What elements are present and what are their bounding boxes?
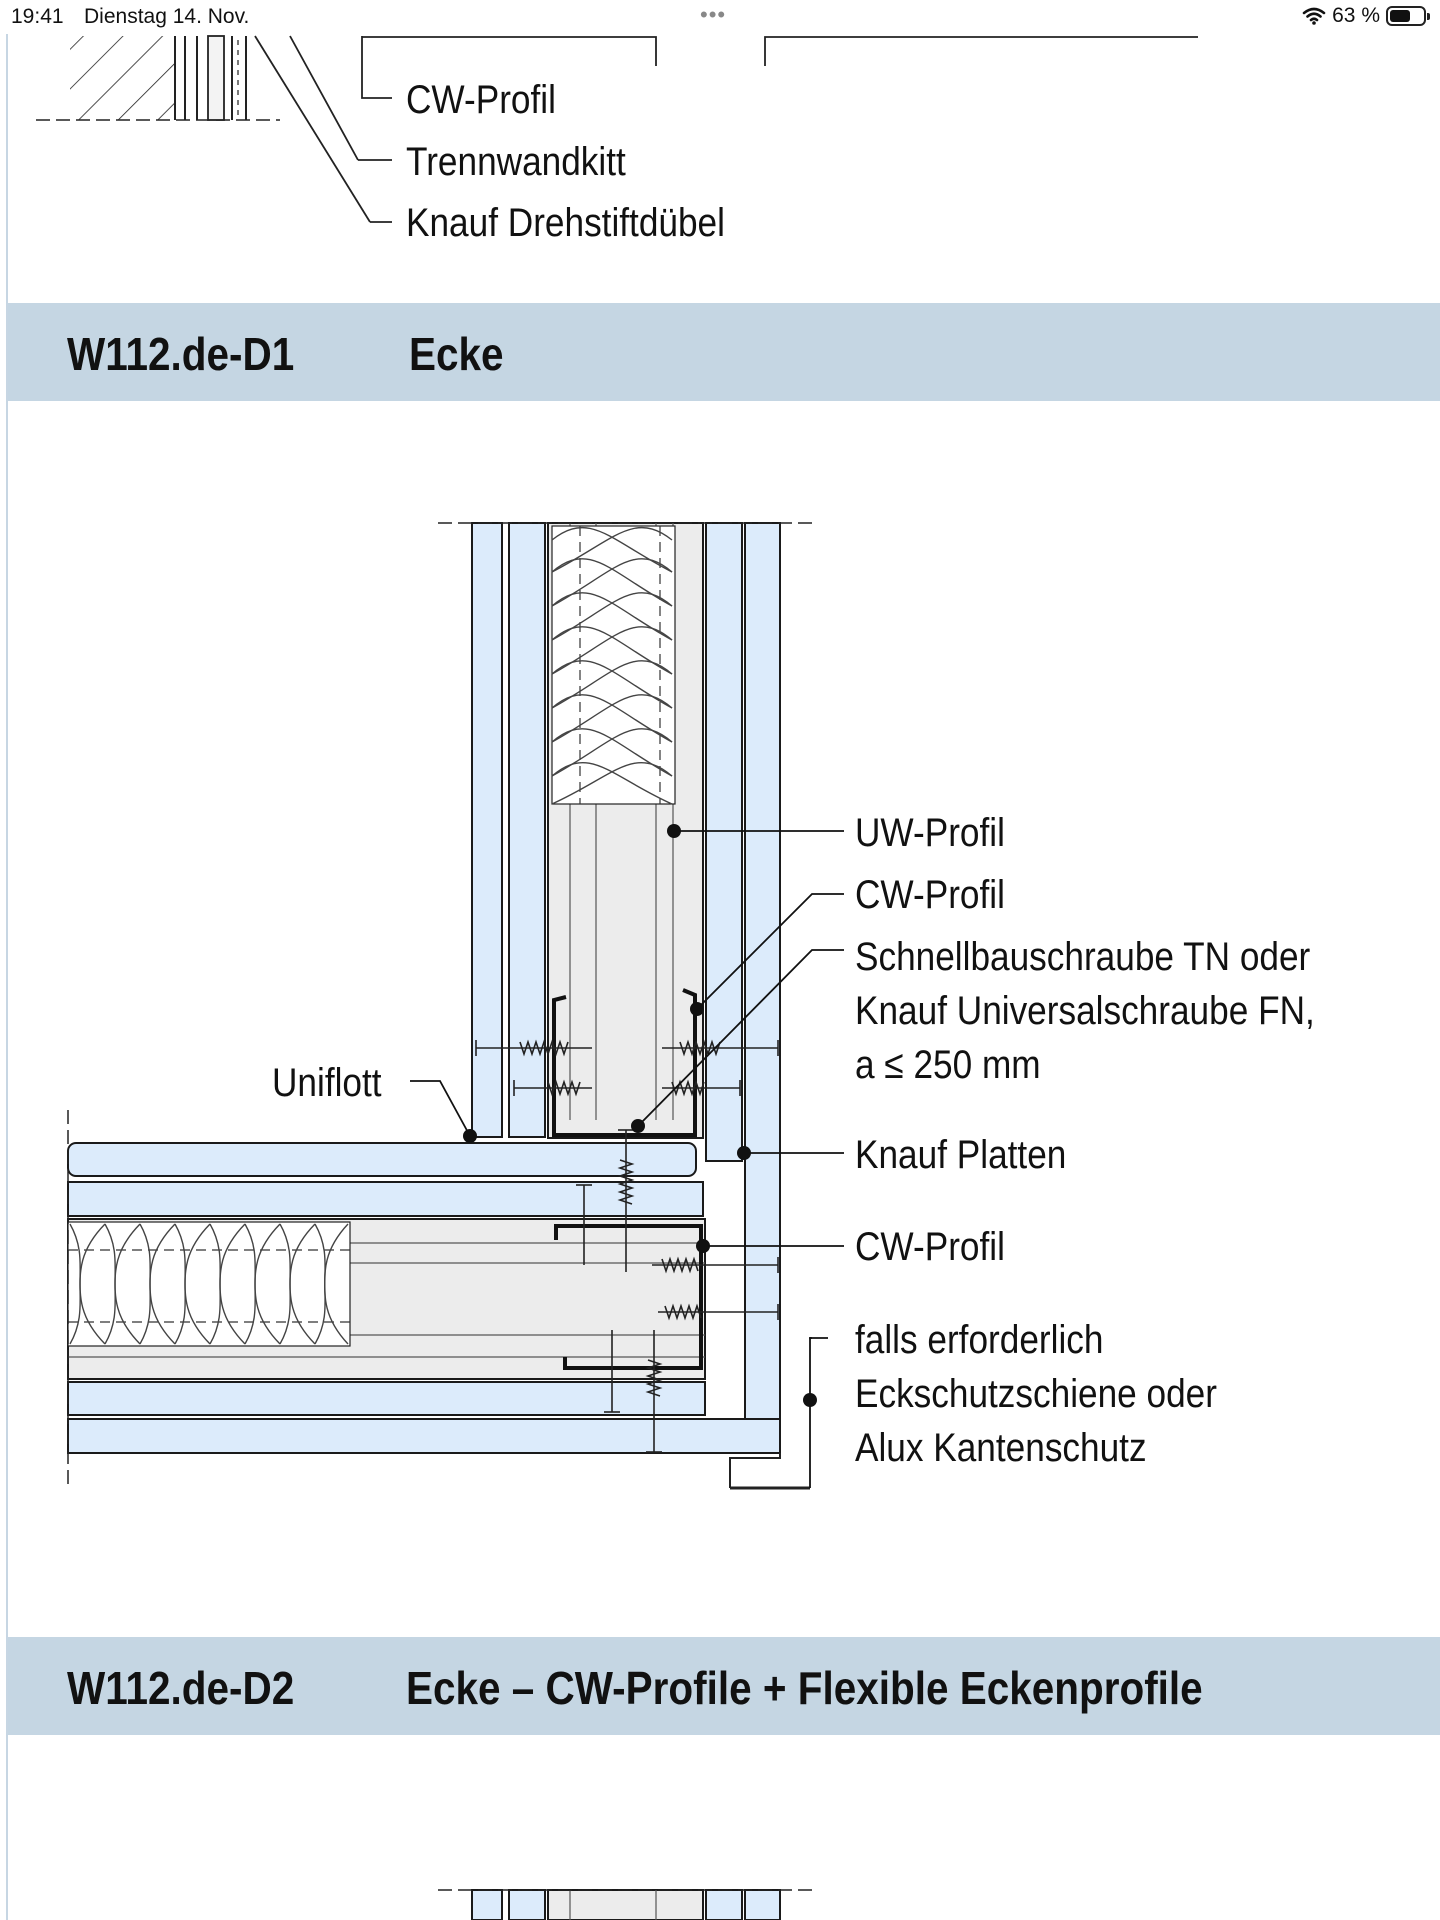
label-screw-line2: Knauf Universalschraube FN,	[855, 989, 1315, 1033]
corner-detail-drawing	[67, 522, 844, 1490]
corner-detail-d2-drawing	[438, 1889, 812, 1920]
page-left-rule	[6, 34, 8, 1920]
label-cw-profil-upper: CW-Profil	[855, 873, 1005, 917]
wifi-icon	[1302, 7, 1326, 25]
status-date: Dienstag 14. Nov.	[84, 5, 250, 28]
status-time: 19:41	[11, 5, 64, 28]
label-screw-line3: a ≤ 250 mm	[855, 1043, 1041, 1087]
multitask-dots-icon[interactable]: •••	[700, 2, 727, 27]
status-bar: 19:41 Dienstag 14. Nov. ••• 63 %	[0, 0, 1440, 34]
label-edge-line2: Eckschutzschiene oder	[855, 1372, 1217, 1416]
section-header-d1: W112.de-D1 Ecke	[8, 303, 1440, 401]
status-indicators: 63 %	[1302, 4, 1430, 28]
label-knauf-platten: Knauf Platten	[855, 1133, 1067, 1177]
section-code-d1: W112.de-D1	[67, 328, 295, 380]
label-edge-line3: Alux Kantenschutz	[855, 1426, 1147, 1470]
section-title-d1: Ecke	[409, 328, 504, 380]
label-screw-line1: Schnellbauschraube TN oder	[855, 935, 1311, 979]
label-uniflott: Uniflott	[272, 1061, 382, 1105]
label-edge-line1: falls erforderlich	[855, 1318, 1104, 1362]
section-code-d2: W112.de-D2	[67, 1662, 295, 1714]
label-cw-profil-top: CW-Profil	[406, 78, 556, 122]
battery-fill	[1390, 10, 1411, 22]
label-trennwandkitt: Trennwandkitt	[406, 140, 626, 184]
label-uw-profil: UW-Profil	[855, 811, 1005, 855]
battery-icon	[1386, 6, 1430, 26]
label-cw-profil-lower: CW-Profil	[855, 1225, 1005, 1269]
top-partial-detail	[36, 35, 1198, 223]
section-title-d2: Ecke – CW-Profile + Flexible Eckenprofil…	[406, 1662, 1203, 1714]
battery-percent: 63 %	[1332, 4, 1380, 27]
label-knauf-drehstiftduebel: Knauf Drehstiftdübel	[406, 201, 725, 245]
section-header-d2: W112.de-D2 Ecke – CW-Profile + Flexible …	[8, 1637, 1440, 1735]
